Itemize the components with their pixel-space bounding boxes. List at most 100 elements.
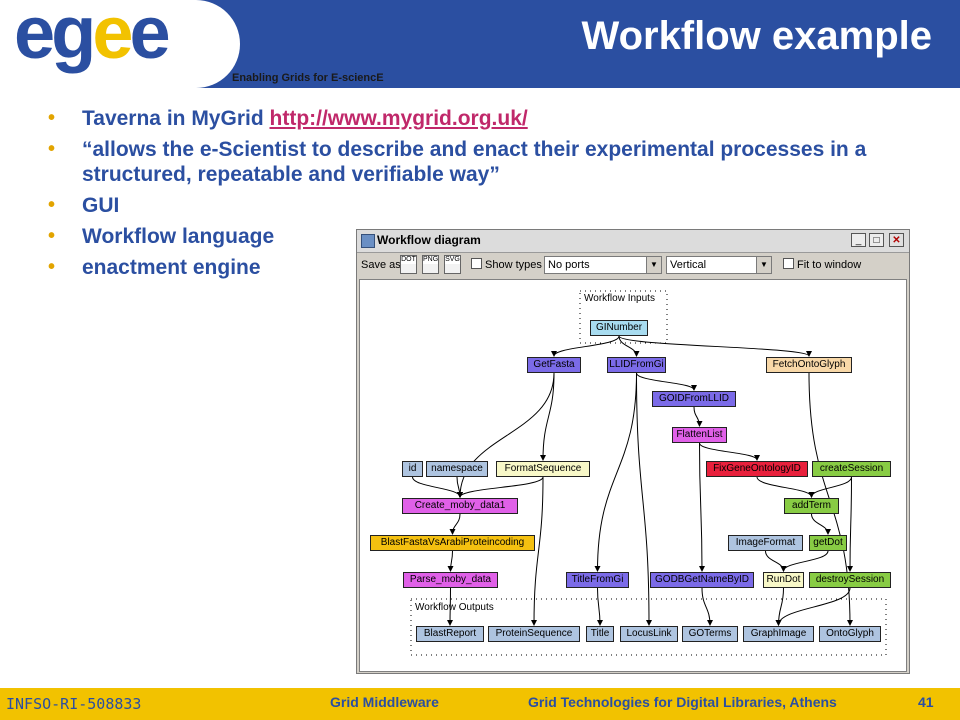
workflow-edge <box>699 442 760 461</box>
bullet-quote: •“allows the e-Scientist to describe and… <box>48 138 867 186</box>
workflow-node[interactable]: GODBGetNameByID <box>650 572 754 588</box>
fit-to-window-label: Fit to window <box>797 259 862 271</box>
bullet-enactment-engine: •enactment engine <box>48 256 261 279</box>
window-app-icon <box>361 234 375 248</box>
workflow-outputs-label: Workflow Outputs <box>415 602 494 613</box>
footer-section: Grid Middleware <box>330 694 439 710</box>
ports-select[interactable]: No ports▼ <box>544 256 662 274</box>
png-format-label: PNG <box>423 256 439 264</box>
workflow-edge <box>808 476 852 498</box>
workflow-node[interactable]: destroySession <box>809 572 891 588</box>
workflow-node[interactable]: getDot <box>809 535 847 551</box>
workflow-node[interactable]: GetFasta <box>527 357 581 373</box>
workflow-edge <box>449 513 461 535</box>
workflow-edge <box>594 372 637 572</box>
chevron-down-icon: ▼ <box>756 257 771 273</box>
workflow-edge <box>531 476 544 626</box>
workflow-edge <box>596 587 603 626</box>
workflow-edge <box>636 372 652 626</box>
svg-format-label: SVG <box>445 256 460 264</box>
bullet-marker: • <box>48 256 56 278</box>
workflow-edge <box>775 587 851 626</box>
workflow-node[interactable]: namespace <box>426 461 488 477</box>
orientation-select[interactable]: Vertical▼ <box>666 256 772 274</box>
workflow-node[interactable]: TitleFromGi <box>566 572 629 588</box>
workflow-node[interactable]: Parse_moby_data <box>403 572 498 588</box>
save-as-label: Save as <box>361 259 401 271</box>
maximize-button[interactable]: □ <box>869 233 884 247</box>
workflow-node[interactable]: LLIDFromGi <box>607 357 666 373</box>
fit-to-window-checkbox[interactable] <box>783 258 794 269</box>
workflow-edge <box>765 550 787 572</box>
workflow-edge <box>811 513 831 535</box>
workflow-edge <box>780 550 829 572</box>
workflow-edge <box>701 587 713 626</box>
bullet-marker: • <box>48 194 56 216</box>
footer-event: Grid Technologies for Digital Libraries,… <box>528 694 837 710</box>
project-id: INFSO-RI-508833 <box>6 695 142 713</box>
workflow-node[interactable]: GINumber <box>590 320 648 336</box>
bullet-list: •Taverna in MyGrid http://www.mygrid.org… <box>48 106 908 286</box>
chevron-down-icon: ▼ <box>646 257 661 273</box>
slide-title: Workflow example <box>581 14 932 58</box>
bullet-marker: • <box>48 107 56 129</box>
workflow-node[interactable]: LocusLink <box>620 626 678 642</box>
workflow-node[interactable]: addTerm <box>784 498 839 514</box>
workflow-node[interactable]: OntoGlyph <box>819 626 881 642</box>
workflow-edge <box>693 406 703 427</box>
bullet-marker: • <box>48 225 56 247</box>
window-toolbar: Save as DOT PNG SVG Show types No ports▼… <box>357 253 909 277</box>
bullet-workflow-language: •Workflow language <box>48 225 275 248</box>
workflow-node[interactable]: GOIDFromLLID <box>652 391 736 407</box>
workflow-edge <box>457 476 544 498</box>
egee-logo: egee <box>14 0 171 74</box>
slide-footer: INFSO-RI-508833 Grid Middleware Grid Tec… <box>0 688 960 720</box>
workflow-node[interactable]: id <box>402 461 423 477</box>
bullet-gui: •GUI <box>48 194 120 217</box>
slide-header: egee Enabling Grids for E-sciencE Workfl… <box>0 0 960 88</box>
workflow-node[interactable]: FetchOntoGlyph <box>766 357 852 373</box>
workflow-edge <box>756 476 815 498</box>
workflow-node[interactable]: FormatSequence <box>496 461 590 477</box>
workflow-node[interactable]: BlastReport <box>416 626 484 642</box>
show-types-checkbox[interactable] <box>471 258 482 269</box>
workflow-node[interactable]: GOTerms <box>682 626 738 642</box>
workflow-edge <box>698 442 705 572</box>
logo-area: egee <box>0 0 240 88</box>
workflow-node[interactable]: GraphImage <box>743 626 814 642</box>
workflow-node[interactable]: Title <box>586 626 614 642</box>
workflow-node[interactable]: ImageFormat <box>728 535 803 551</box>
workflow-node[interactable]: createSession <box>812 461 891 477</box>
workflow-diagram-window: Workflow diagram _ □ ✕ Save as DOT PNG S… <box>356 229 910 674</box>
show-types-label: Show types <box>485 259 542 271</box>
workflow-node[interactable]: BlastFastaVsArabiProteincoding <box>370 535 535 551</box>
workflow-edge <box>412 476 463 498</box>
workflow-node[interactable]: FlattenList <box>672 427 727 443</box>
bullet-taverna: •Taverna in MyGrid http://www.mygrid.org… <box>48 107 528 130</box>
workflow-node[interactable]: ProteinSequence <box>488 626 580 642</box>
logo-tagline: Enabling Grids for E-sciencE <box>232 72 384 84</box>
workflow-edge <box>636 372 697 391</box>
workflow-node[interactable]: FixGeneOntologyID <box>706 461 808 477</box>
workflow-edge <box>540 372 555 461</box>
window-titlebar[interactable]: Workflow diagram _ □ ✕ <box>357 230 909 253</box>
mygrid-link[interactable]: http://www.mygrid.org.uk/ <box>269 107 528 130</box>
minimize-button[interactable]: _ <box>851 233 866 247</box>
page-number: 41 <box>918 694 934 710</box>
window-title: Workflow diagram <box>377 233 481 247</box>
workflow-node[interactable]: RunDot <box>763 572 804 588</box>
save-svg-button[interactable]: SVG <box>444 255 461 274</box>
save-png-button[interactable]: PNG <box>422 255 439 274</box>
workflow-edge <box>457 372 555 498</box>
save-dot-button[interactable]: DOT <box>400 255 417 274</box>
workflow-inputs-label: Workflow Inputs <box>584 293 655 304</box>
workflow-node[interactable]: Create_moby_data1 <box>402 498 518 514</box>
workflow-edge <box>551 335 620 357</box>
workflow-edges <box>410 290 887 656</box>
workflow-edge <box>847 476 854 572</box>
workflow-canvas[interactable]: Workflow Inputs Workflow Outputs GINumbe… <box>359 279 907 672</box>
workflow-edge <box>618 335 640 357</box>
dot-format-label: DOT <box>401 256 416 264</box>
close-button[interactable]: ✕ <box>889 233 904 247</box>
workflow-edge <box>447 587 454 626</box>
